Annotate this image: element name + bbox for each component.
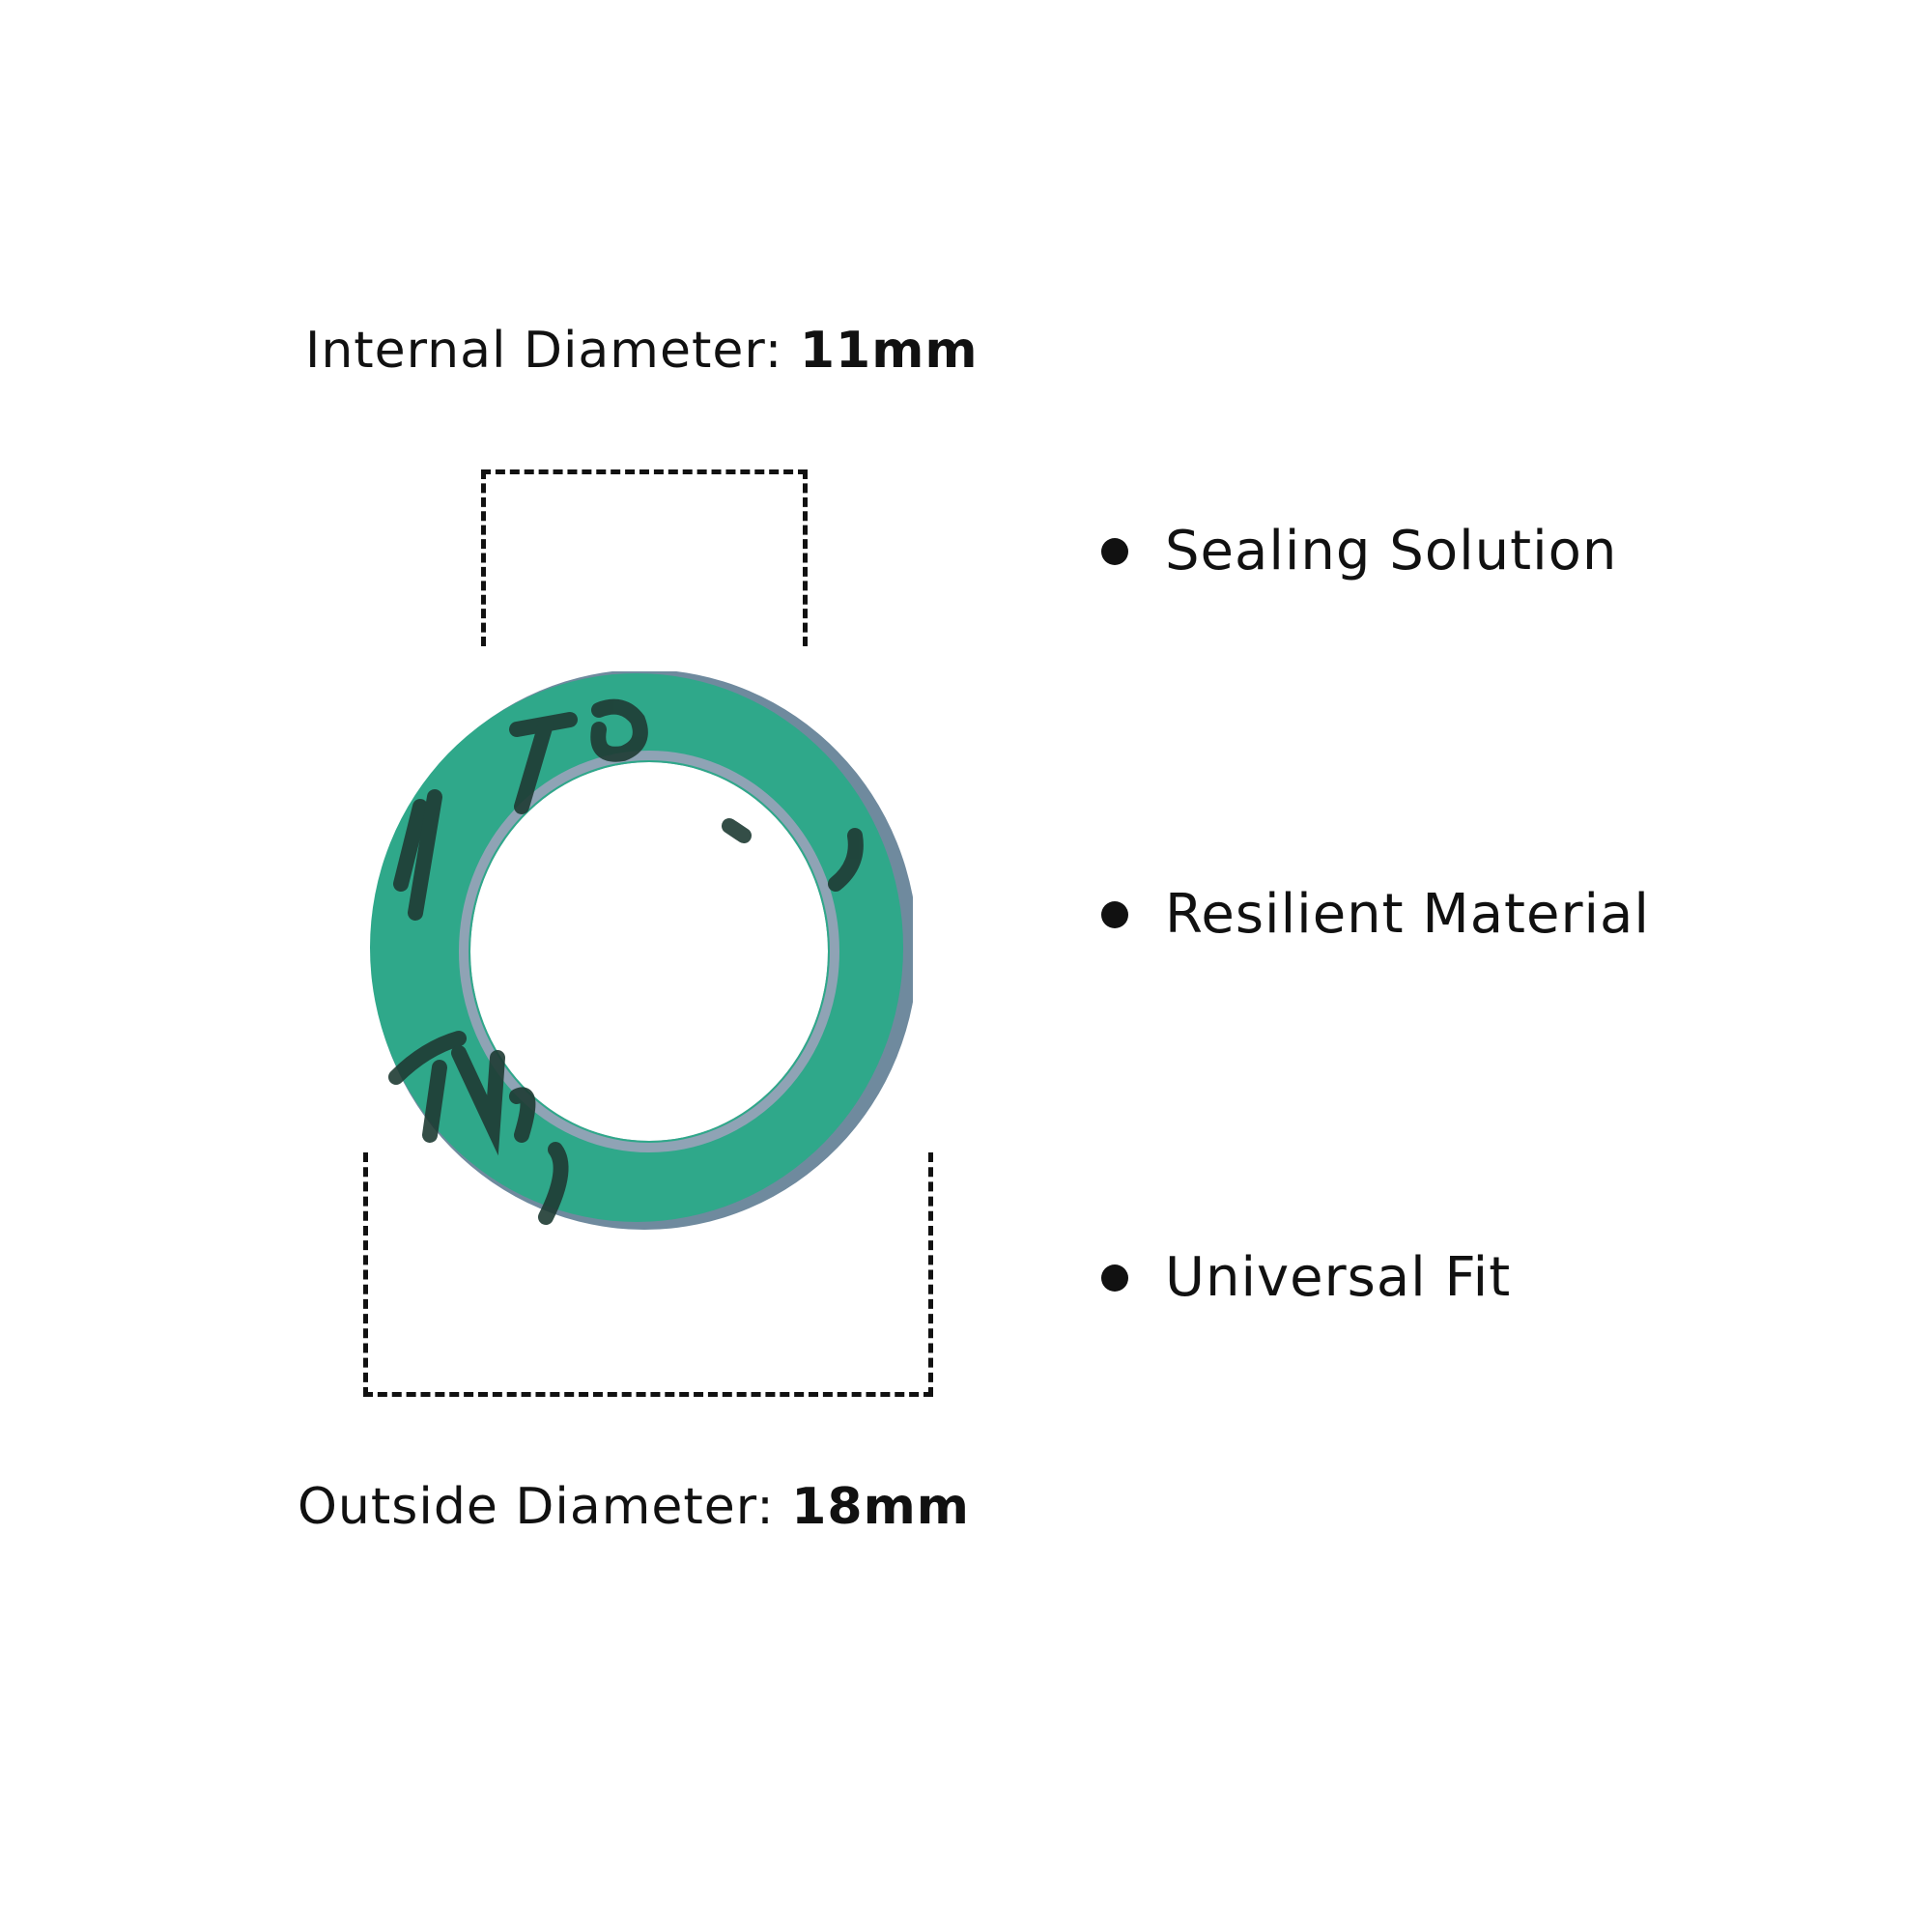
internal-diameter-label: Internal Diameter: 11mm — [305, 322, 979, 380]
internal-diameter-value: 11mm — [799, 322, 979, 380]
feature-label: Sealing Solution — [1165, 520, 1618, 582]
washer-print-marks — [388, 698, 864, 1225]
feature-item-resilient-material: Resilient Material — [1101, 883, 1650, 946]
bullet-icon — [1101, 1264, 1128, 1292]
internal-diameter-bracket — [481, 469, 808, 646]
internal-diameter-caption: Internal Diameter: — [305, 322, 783, 380]
feature-label: Universal Fit — [1165, 1246, 1512, 1309]
outside-diameter-value: 18mm — [791, 1478, 970, 1536]
feature-item-sealing-solution: Sealing Solution — [1101, 520, 1617, 582]
washer-image — [370, 671, 913, 1230]
washer-inner-rim — [459, 751, 839, 1152]
outside-diameter-bracket — [363, 1152, 933, 1397]
bullet-icon — [1101, 900, 1128, 928]
outside-diameter-label: Outside Diameter: 18mm — [298, 1478, 970, 1536]
outside-diameter-caption: Outside Diameter: — [298, 1478, 775, 1536]
bullet-icon — [1101, 537, 1128, 565]
feature-label: Resilient Material — [1165, 883, 1650, 946]
feature-item-universal-fit: Universal Fit — [1101, 1246, 1511, 1309]
